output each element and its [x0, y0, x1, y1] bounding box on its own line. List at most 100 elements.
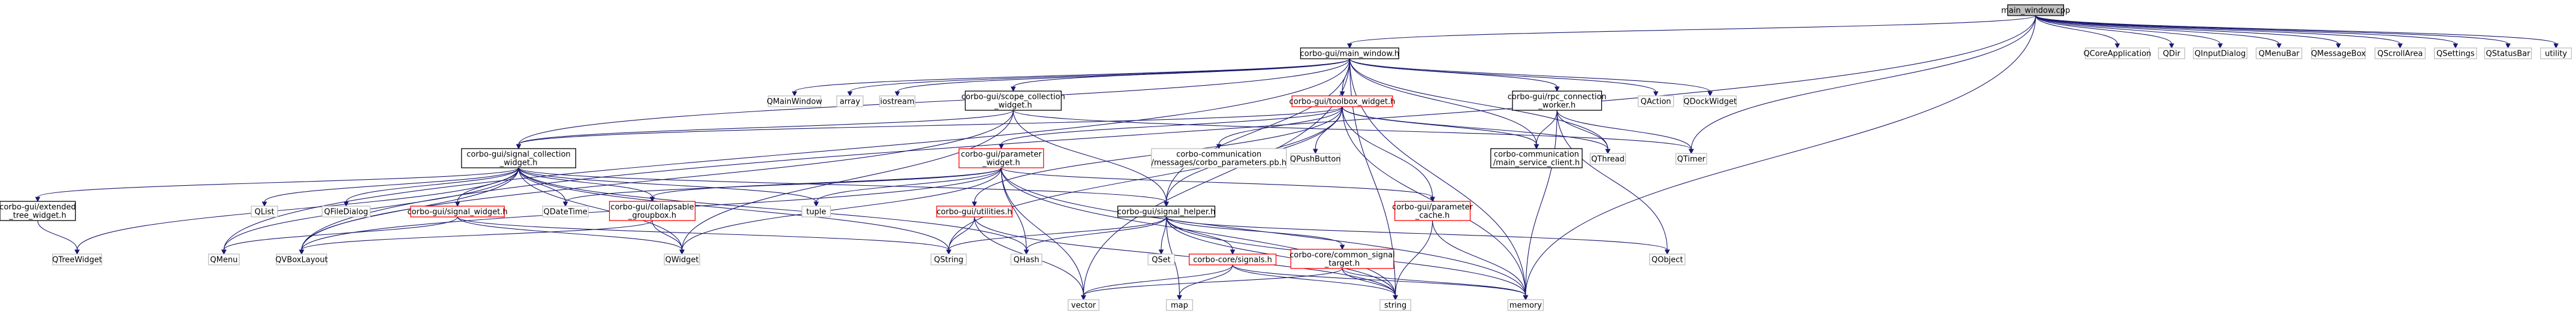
- node-QString[interactable]: QString: [930, 253, 967, 265]
- edge-line: [1525, 110, 1557, 296]
- node-parameter-widget-h[interactable]: corbo-gui/parameter_widget.h: [959, 148, 1044, 168]
- node-signal-widget-h[interactable]: corbo-gui/signal_widget.h: [408, 206, 508, 218]
- node-box: [52, 253, 103, 265]
- node-label: iostream: [880, 98, 914, 107]
- node-tuple[interactable]: tuple: [802, 206, 831, 218]
- edge-line: [2035, 15, 2118, 44]
- node-label: main_window.cpp: [2001, 7, 2070, 16]
- node-QTreeWidget[interactable]: QTreeWidget: [52, 253, 103, 265]
- node-utility[interactable]: utility: [2540, 47, 2572, 59]
- node-label: _cache.h: [1415, 212, 1450, 221]
- node-QTimer[interactable]: QTimer: [1675, 153, 1707, 165]
- edge-line: [223, 216, 458, 250]
- edge-line: [1218, 106, 1343, 145]
- node-QHash[interactable]: QHash: [1010, 253, 1043, 265]
- edge-line: [948, 216, 975, 250]
- node-box: [664, 253, 700, 265]
- node-QThread[interactable]: QThread: [1589, 153, 1626, 165]
- dependency-edge-signal_helper_h-to-signals_h: [1166, 216, 1236, 255]
- edge-line: [37, 167, 519, 198]
- node-QSet[interactable]: QSet: [1147, 253, 1175, 265]
- node-QStatusBar[interactable]: QStatusBar: [2484, 47, 2532, 59]
- node-QMenu[interactable]: QMenu: [208, 253, 240, 265]
- node-QSettings[interactable]: QSettings: [2434, 47, 2477, 59]
- node-QMainWindow[interactable]: QMainWindow: [767, 95, 822, 107]
- edge-line: [518, 167, 1027, 250]
- node-common-signal-target-h[interactable]: corbo-core/common_signal_target.h: [1289, 249, 1395, 269]
- edge-line: [565, 167, 1002, 203]
- dependency-edge-main_window_cpp-to-QMessageBox: [2035, 15, 2341, 49]
- node-signal-collection-widget-h[interactable]: corbo-gui/signal_collection_widget.h: [461, 148, 577, 168]
- dependency-edge-toolbox_widget_h-to-main_service_client_h: [1342, 106, 1539, 150]
- edge-line: [1013, 110, 1167, 203]
- node-scope-collection-widget-h[interactable]: corbo-gui/scope_collection_widget.h: [962, 90, 1065, 111]
- node-label: corbo-communication: [1494, 150, 1579, 159]
- node-QList[interactable]: QList: [251, 206, 278, 218]
- node-QCoreApplication[interactable]: QCoreApplication: [2083, 47, 2151, 59]
- node-box: [608, 201, 696, 221]
- node-memory[interactable]: memory: [1507, 299, 1544, 311]
- node-string[interactable]: string: [1379, 299, 1411, 311]
- node-iostream[interactable]: iostream: [879, 95, 915, 107]
- edge-line: [652, 220, 683, 250]
- node-collapsable-groupbox-h[interactable]: corbo-gui/collapsable_groupbox.h: [608, 201, 696, 221]
- dependency-edge-parameter_cache_h-to-string: [1393, 220, 1433, 301]
- node-QWidget[interactable]: QWidget: [664, 253, 700, 265]
- node-QInputDialog[interactable]: QInputDialog: [2192, 47, 2247, 59]
- node-QVBoxLayout[interactable]: QVBoxLayout: [275, 253, 328, 265]
- node-signals-h[interactable]: corbo-core/signals.h: [1189, 253, 1277, 265]
- dependency-edge-signal_collection_widget_h-to-QList: [261, 167, 519, 207]
- node-label: vector: [1071, 301, 1096, 310]
- edge-line: [518, 58, 1350, 145]
- node-box: [1683, 95, 1737, 107]
- node-QObject[interactable]: QObject: [1649, 253, 1686, 265]
- node-QMenuBar[interactable]: QMenuBar: [2255, 47, 2303, 59]
- node-QDateTime[interactable]: QDateTime: [542, 206, 589, 218]
- dependency-edge-main_window_h-to-QAction: [1349, 58, 1659, 97]
- dependency-edge-common_signal_target_h-to-vector: [1081, 268, 1343, 301]
- node-rpc-connection-worker-h[interactable]: corbo-gui/rpc_connection_worker.h: [1508, 90, 1607, 111]
- node-QPushButton[interactable]: QPushButton: [1290, 153, 1341, 165]
- edge-line: [518, 167, 1167, 203]
- dependency-edge-parameter_widget_h-to-tuple: [814, 167, 1002, 207]
- node-QDockWidget[interactable]: QDockWidget: [1683, 95, 1737, 107]
- dependency-edge-main_window_cpp-to-QScrollArea: [2035, 15, 2403, 49]
- node-QScrollArea[interactable]: QScrollArea: [2374, 47, 2426, 59]
- edge-line: [1013, 58, 1350, 87]
- node-QAction[interactable]: QAction: [1637, 95, 1674, 107]
- edge-arrowhead: [946, 249, 951, 255]
- node-utilities-h[interactable]: corbo-gui/utilities.h: [936, 206, 1013, 218]
- node-toolbox-widget-h[interactable]: corbo-gui/toolbox_widget.h: [1289, 95, 1396, 107]
- node-label: _widget.h: [982, 159, 1020, 168]
- dependency-edges: [35, 15, 2559, 301]
- node-QMessageBox[interactable]: QMessageBox: [2311, 47, 2366, 59]
- edge-line: [345, 167, 519, 203]
- node-main-service-client-h[interactable]: corbo-communication/main_service_client.…: [1490, 148, 1583, 168]
- node-QDir[interactable]: QDir: [2158, 47, 2186, 59]
- node-vector[interactable]: vector: [1068, 299, 1099, 311]
- node-box: [1394, 201, 1471, 221]
- node-label: QMessageBox: [2311, 50, 2366, 59]
- node-signal-helper-h[interactable]: corbo-gui/signal_helper.h: [1117, 206, 1216, 218]
- node-parameter-cache-h[interactable]: corbo-gui/parameter_cache.h: [1392, 201, 1474, 221]
- edge-line: [1342, 106, 1608, 150]
- edge-arrowhead: [1023, 249, 1029, 255]
- node-label: corbo-communication: [1176, 150, 1261, 159]
- edge-arrowhead: [1158, 249, 1164, 255]
- node-extended-tree-widget-h[interactable]: corbo-gui/extended_tree_widget.h: [0, 201, 76, 221]
- node-main-window-cpp[interactable]: main_window.cpp: [2001, 4, 2070, 16]
- edge-line: [815, 167, 1002, 203]
- node-label: QStatusBar: [2486, 50, 2531, 59]
- dependency-edge-rpc_connection_worker_h-to-memory: [1523, 110, 1557, 301]
- node-corbo-parameters-pb-h[interactable]: corbo-communication/messages/corbo_param…: [1151, 148, 1287, 168]
- node-label: QTreeWidget: [52, 256, 102, 265]
- node-main-window-h[interactable]: corbo-gui/main_window.h: [1300, 47, 1400, 59]
- node-QFileDialog[interactable]: QFileDialog: [321, 206, 371, 218]
- node-label: corbo-gui/main_window.h: [1300, 50, 1400, 59]
- node-label: corbo-core/common_signal: [1289, 251, 1395, 260]
- dependency-edge-collapsable_groupbox_h-to-QWidget: [652, 220, 685, 255]
- dependency-edge-main_window_cpp-to-utility: [2035, 15, 2559, 49]
- node-map[interactable]: map: [1165, 299, 1194, 311]
- node-array[interactable]: array: [836, 95, 864, 107]
- edge-arrowhead: [1523, 295, 1529, 301]
